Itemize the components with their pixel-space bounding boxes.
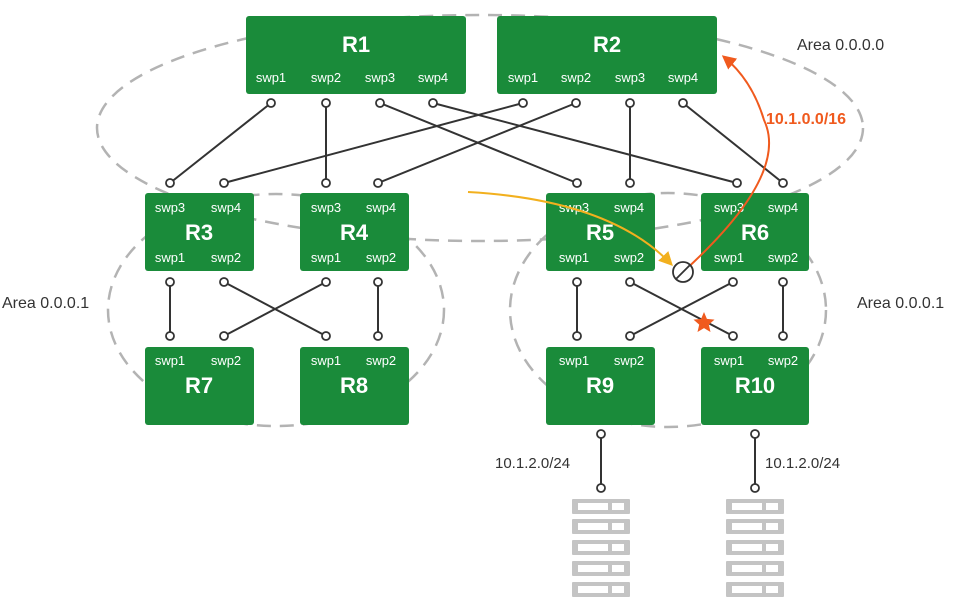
router-r2[interactable]: R2 swp1 swp2 swp3 swp4 (497, 16, 717, 94)
route-summary-label: 10.1.0.0/16 (766, 111, 846, 128)
router-r9[interactable]: swp1 swp2 R9 (546, 347, 655, 425)
router-r5-name: R5 (586, 220, 614, 245)
blocked-icon (672, 261, 694, 283)
port-label: swp4 (668, 70, 698, 85)
port-label: swp1 (714, 250, 744, 265)
port-label: swp2 (614, 250, 644, 265)
port-label: swp2 (366, 353, 396, 368)
port-label: swp2 (614, 353, 644, 368)
port-label: swp2 (768, 353, 798, 368)
link-r4swp1-r7swp2 (223, 281, 327, 337)
link-r2swp1-r3swp4 (223, 102, 524, 184)
router-r1-name: R1 (342, 32, 370, 57)
router-r3[interactable]: swp3 swp4 R3 swp1 swp2 (145, 193, 254, 271)
port-label: swp4 (768, 200, 798, 215)
router-r5[interactable]: swp3 swp4 R5 swp1 swp2 (546, 193, 655, 271)
port-label: swp4 (418, 70, 448, 85)
port-label: swp1 (508, 70, 538, 85)
port-label: swp4 (211, 200, 241, 215)
router-r4[interactable]: swp3 swp4 R4 swp1 swp2 (300, 193, 409, 271)
router-r7[interactable]: swp1 swp2 R7 (145, 347, 254, 425)
area-left-label: Area 0.0.0.1 (2, 295, 89, 312)
link-r1swp4-r6swp3 (432, 102, 738, 184)
router-r2-name: R2 (593, 32, 621, 57)
port-label: swp2 (768, 250, 798, 265)
router-r3-name: R3 (185, 220, 213, 245)
router-r7-name: R7 (185, 373, 213, 398)
port-label: swp4 (614, 200, 644, 215)
server-rack-icon (726, 499, 784, 597)
area-boundaries (95, 13, 865, 429)
port-label: swp1 (155, 250, 185, 265)
route-advertisement-arrow (682, 55, 771, 273)
router-r8-name: R8 (340, 373, 368, 398)
port-label: swp2 (311, 70, 341, 85)
router-r1[interactable]: R1 swp1 swp2 swp3 swp4 (246, 16, 466, 94)
server-rack-icon (572, 499, 630, 597)
port-label: swp1 (311, 250, 341, 265)
area-backbone-label: Area 0.0.0.0 (797, 37, 884, 54)
port-label: swp1 (256, 70, 286, 85)
router-r4-name: R4 (340, 220, 369, 245)
links (169, 102, 784, 488)
port-label: swp3 (365, 70, 395, 85)
port-label: swp3 (311, 200, 341, 215)
port-label: swp1 (155, 353, 185, 368)
port-label: swp1 (311, 353, 341, 368)
link-r2swp4-r6swp4 (682, 102, 784, 184)
star-icon (693, 312, 715, 332)
traffic-path-arrow (467, 191, 673, 267)
subnet-label-r9: 10.1.2.0/24 (495, 455, 570, 472)
port-label: swp1 (559, 250, 589, 265)
port-label: swp3 (714, 200, 744, 215)
router-r6-name: R6 (741, 220, 769, 245)
port-label: swp2 (211, 353, 241, 368)
port-label: swp3 (615, 70, 645, 85)
area-backbone-boundary (95, 13, 865, 243)
router-r10-name: R10 (735, 373, 775, 398)
port-label: swp2 (211, 250, 241, 265)
port-connectors (165, 98, 788, 493)
link-r2swp2-r4swp4 (377, 102, 577, 184)
port-label: swp4 (366, 200, 396, 215)
port-label: swp1 (714, 353, 744, 368)
link-r1swp1-r3swp3 (169, 102, 272, 184)
area-right-label: Area 0.0.0.1 (857, 295, 944, 312)
router-r10[interactable]: swp1 swp2 R10 (701, 347, 809, 425)
port-label: swp2 (561, 70, 591, 85)
area-left-boundary (106, 192, 446, 428)
port-label: swp2 (366, 250, 396, 265)
link-r6swp1-r9swp2 (629, 281, 734, 337)
router-r9-name: R9 (586, 373, 614, 398)
subnet-label-r10: 10.1.2.0/24 (765, 455, 840, 472)
area-right-boundary (508, 191, 828, 429)
router-r8[interactable]: swp1 swp2 R8 (300, 347, 409, 425)
port-label: swp1 (559, 353, 589, 368)
port-label: swp3 (155, 200, 185, 215)
router-r6[interactable]: swp3 swp4 R6 swp1 swp2 (701, 193, 809, 271)
